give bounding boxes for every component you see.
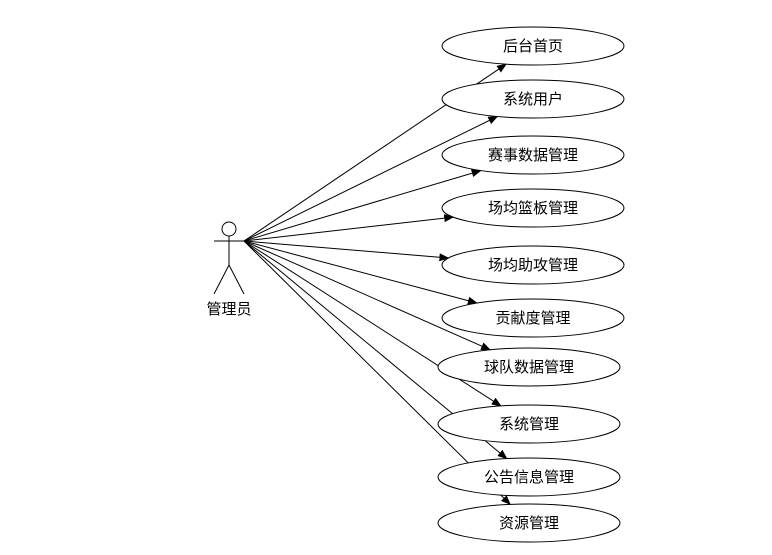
use-case-3[interactable]: 赛事数据管理 [441,135,625,175]
use-case-1[interactable]: 后台首页 [441,26,625,66]
actor-head [221,221,237,237]
association-arrow-3 [243,169,482,242]
use-case-9[interactable]: 公告信息管理 [437,457,621,497]
use-case-ellipse [437,347,621,387]
use-case-4[interactable]: 场均篮板管理 [441,188,625,228]
association-arrow-7 [243,240,492,351]
association-arrow-2 [243,116,499,242]
use-case-5[interactable]: 场均助攻管理 [441,245,625,285]
use-case-label: 场均助攻管理 [488,256,578,274]
actor-administrator[interactable]: 管理员 [206,221,252,318]
use-case-ellipse [437,404,621,444]
use-case-label: 赛事数据管理 [488,146,578,164]
actor-label: 管理员 [206,300,251,318]
association-arrow-6 [243,240,478,305]
use-case-ellipse [441,188,625,228]
use-case-ellipse [441,298,625,338]
use-case-label: 系统管理 [499,415,559,433]
use-case-label: 后台首页 [503,37,563,55]
use-cases: 后台首页系统用户赛事数据管理场均篮板管理场均助攻管理贡献度管理球队数据管理系统管… [437,26,625,543]
use-case-label: 系统用户 [503,90,563,108]
use-case-8[interactable]: 系统管理 [437,404,621,444]
use-case-label: 球队数据管理 [484,358,574,376]
use-case-7[interactable]: 球队数据管理 [437,347,621,387]
actor-right-leg [228,264,245,295]
association-arrow-5 [243,240,450,262]
use-case-ellipse [441,135,625,175]
use-case-ellipse [437,457,621,497]
use-case-ellipse [441,79,625,119]
use-case-label: 场均篮板管理 [488,199,578,217]
use-case-2[interactable]: 系统用户 [441,79,625,119]
association-arrow-10 [243,240,511,506]
association-arrow-4 [243,214,455,242]
use-case-label: 公告信息管理 [484,468,574,486]
use-case-ellipse [441,26,625,66]
actor-left-leg [213,264,230,295]
use-case-6[interactable]: 贡献度管理 [441,298,625,338]
use-case-label: 贡献度管理 [495,309,570,327]
use-case-ellipse [441,245,625,285]
use-case-10[interactable]: 资源管理 [437,503,621,543]
use-case-ellipse [437,503,621,543]
use-case-label: 资源管理 [499,514,559,532]
